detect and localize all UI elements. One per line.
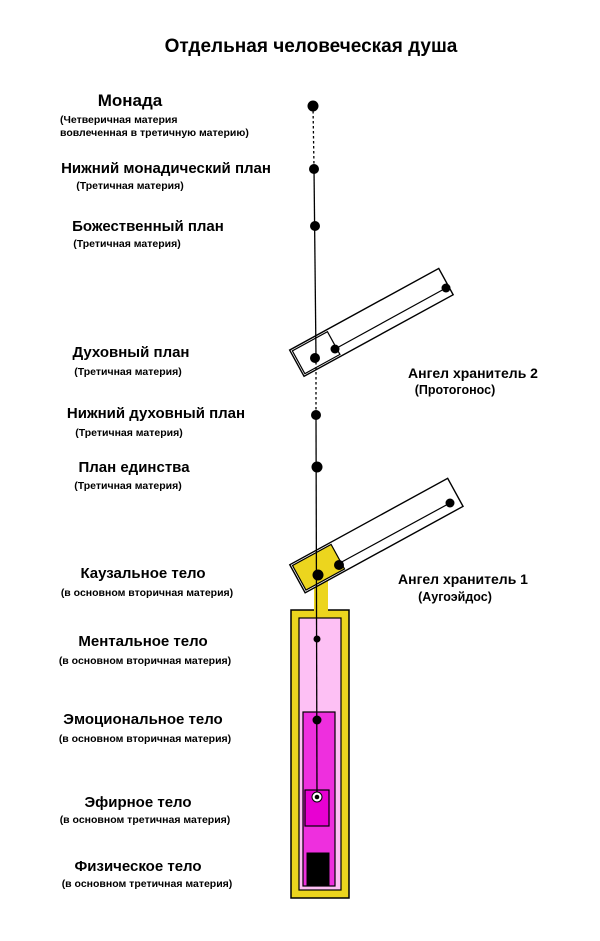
plane-label-lower-spiritual: Нижний духовный план	[67, 405, 245, 422]
divine-dot	[310, 221, 320, 231]
plane-sub-lower-spiritual: (Третичная материя)	[75, 427, 183, 439]
etheric-dot	[314, 794, 320, 800]
plane-sub-divine: (Третичная материя)	[73, 238, 181, 250]
mental-dot	[313, 635, 321, 643]
plane-label-lower-monadic: Нижний монадический план	[61, 160, 271, 177]
plane-label-unity: План единства	[78, 459, 190, 476]
plane-sub-causal: (в основном вторичная материя)	[61, 587, 233, 599]
angel-1-structure	[288, 477, 464, 594]
angel-2-outer-dot	[441, 283, 451, 293]
plane-label-mental: Ментальное тело	[78, 633, 207, 650]
plane-sub-lower-monadic: (Третичная материя)	[76, 180, 184, 192]
physical-body-rect	[306, 852, 330, 887]
plane-sub-emotional: (в основном вторичная материя)	[59, 733, 231, 745]
axis-solid-upper	[313, 167, 317, 358]
emotional-dot	[312, 715, 322, 725]
angel-2-inner-dot	[330, 344, 340, 354]
angel-1-inner-dot	[334, 560, 344, 570]
plane-label-causal: Каузальное тело	[80, 565, 205, 582]
plane-label-monad: Монада	[98, 91, 163, 110]
plane-sub-etheric: (в основном третичная материя)	[60, 814, 231, 826]
angel-2-line	[334, 287, 447, 350]
angel-1-line	[337, 502, 451, 565]
plane-sub-monad-1: (Четверичная материя	[60, 114, 178, 126]
monad-dot	[307, 100, 319, 112]
page-title: Отдельная человеческая душа	[165, 36, 458, 57]
causal-dot	[312, 569, 324, 581]
angel-1-outer-dot	[445, 498, 455, 508]
plane-sub-mental: (в основном вторичная материя)	[59, 655, 231, 667]
lower-monadic-dot	[309, 164, 319, 174]
plane-sub-unity: (Третичная материя)	[74, 480, 182, 492]
plane-sub-monad-2: вовлеченная в третичную материю)	[60, 127, 249, 139]
plane-sub-physical: (в основном третичная материя)	[62, 878, 233, 890]
angel-1-sublabel: (Аугоэйдос)	[418, 590, 492, 604]
plane-label-etheric: Эфирное тело	[84, 794, 191, 811]
plane-label-spiritual: Духовный план	[73, 344, 190, 361]
lower-spiritual-dot	[311, 410, 321, 420]
spiritual-dot	[310, 353, 320, 363]
unity-dot	[311, 461, 323, 473]
plane-label-emotional: Эмоциональное тело	[63, 711, 222, 728]
axis-dashed-top	[312, 105, 315, 169]
plane-label-physical: Физическое тело	[74, 858, 201, 875]
angel-2-sublabel: (Протогонос)	[415, 383, 496, 397]
plane-sub-spiritual: (Третичная материя)	[74, 366, 182, 378]
angel-2-label: Ангел хранитель 2	[408, 365, 538, 381]
plane-label-divine: Божественный план	[72, 218, 224, 235]
axis-solid-lower	[315, 413, 318, 801]
angel-1-label: Ангел хранитель 1	[398, 571, 528, 587]
